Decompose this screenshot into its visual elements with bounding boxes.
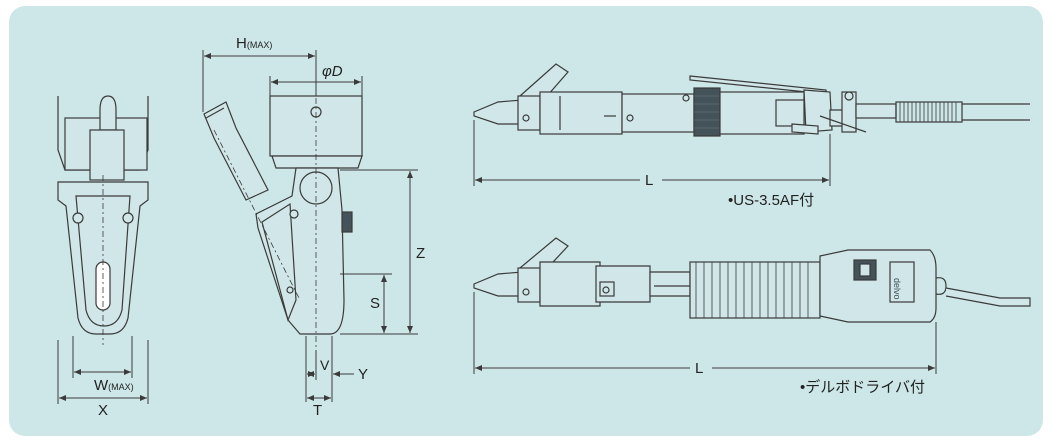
h-label: H(MAX) (236, 35, 272, 52)
side-view (203, 84, 363, 350)
l-bottom-label: L (695, 360, 703, 377)
dimension-l-bottom (473, 292, 937, 374)
phi-d-label: φD (322, 63, 343, 80)
front-view-dimensions (57, 336, 149, 404)
diagram-panel (9, 6, 1043, 436)
z-label: Z (416, 245, 425, 262)
delvo-logo: delvo (892, 278, 902, 300)
dimension-l-top (473, 120, 831, 186)
l-top-label: L (645, 172, 653, 189)
y-label: Y (358, 366, 368, 383)
tool-delvo-driver (473, 237, 1031, 323)
v-label: V (320, 357, 330, 373)
front-view (57, 95, 149, 345)
tool-us35af (473, 63, 1030, 137)
side-view-dimensions (202, 50, 418, 402)
x-label: X (98, 402, 108, 419)
caption-us35af: •US-3.5AF付 (728, 192, 814, 209)
s-label: S (370, 295, 380, 312)
w-label: W(MAX) (94, 377, 134, 394)
caption-delvo-driver: •デルボドライバ付 (800, 378, 925, 396)
t-label: T (313, 402, 322, 419)
